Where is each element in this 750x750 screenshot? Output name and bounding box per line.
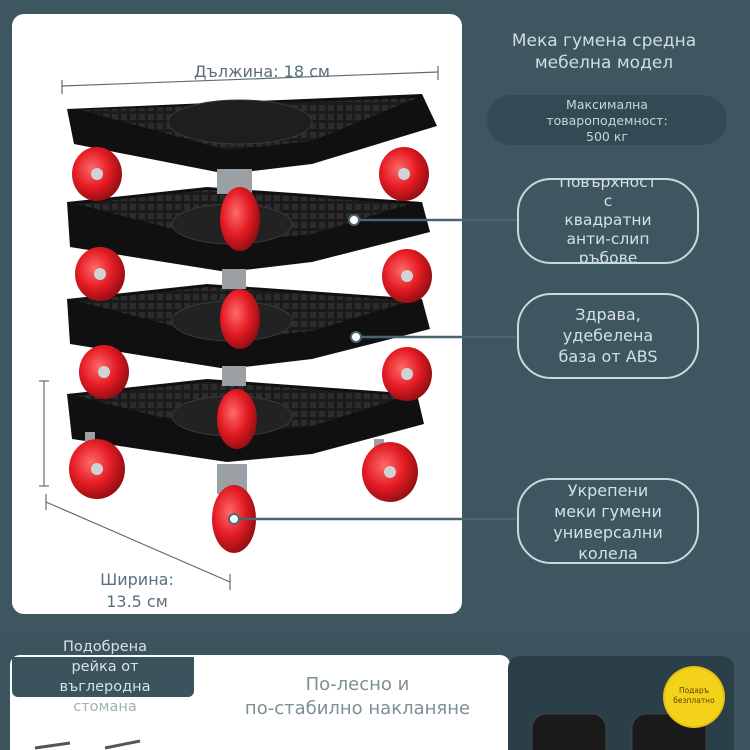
feature-text: Здрава, удебелена база от ABS bbox=[519, 304, 697, 367]
tilt-line1: По-лесно и bbox=[305, 674, 410, 695]
rail-line1: Подобрена bbox=[62, 639, 148, 655]
feature-1-line2: с bbox=[603, 192, 613, 210]
feature-3-line1: Укрепени bbox=[567, 481, 649, 500]
feature-3-line2: меки гумени bbox=[554, 502, 662, 521]
feature-2-line3: база от ABS bbox=[558, 347, 658, 366]
tilt-line2: по-стабилно накланяне bbox=[244, 698, 471, 719]
feature-1-line5: ръбове bbox=[578, 249, 638, 264]
length-dimension-line bbox=[61, 66, 439, 94]
steel-rail-text: Подобрена рейка от въглеродна стомана bbox=[25, 637, 185, 717]
feature-2-line1: Здрава, bbox=[575, 305, 641, 324]
feature-pill-anti-slip: Повърхност с квадратни анти-слип ръбове bbox=[517, 178, 699, 264]
width-label-line1: Ширина: bbox=[100, 570, 174, 589]
tilt-handle-image bbox=[34, 739, 141, 750]
rail-line4: стомана bbox=[73, 699, 137, 715]
product-photo-card: Дължина: 18 см Ширина: 13.5 см bbox=[12, 14, 462, 614]
gift-line2: безплатно bbox=[673, 696, 715, 705]
feature-pill-rubber-wheels: Укрепени меки гумени универсални колела bbox=[517, 478, 699, 564]
gift-line1: Подаръ bbox=[678, 686, 710, 695]
capacity-badge: Максимална товароподемност: 500 кг bbox=[487, 95, 727, 145]
feature-1-line4: анти-слип bbox=[566, 230, 650, 248]
product-title-line1: Мека гумена средна bbox=[511, 31, 697, 51]
feature-pill-abs-base: Здрава, удебелена база от ABS bbox=[517, 293, 699, 379]
feature-3-line3: универсални bbox=[553, 523, 663, 542]
steel-rail-badge bbox=[12, 657, 194, 697]
height-dimension-line bbox=[39, 380, 49, 487]
capacity-line3: 500 кг bbox=[586, 129, 628, 144]
dolly-tier-1 bbox=[67, 94, 437, 251]
rail-line3: въглеродна bbox=[59, 679, 151, 695]
width-label: Ширина: 13.5 см bbox=[82, 569, 192, 613]
product-dolly-stack-image bbox=[39, 66, 462, 590]
callout-dots bbox=[228, 214, 362, 525]
tilt-text: По-лесно и по-стабилно накланяне bbox=[225, 673, 490, 721]
callout-lines bbox=[234, 218, 462, 521]
product-title-line2: мебелна модел bbox=[534, 53, 674, 73]
feature-1-line1: Повърхност bbox=[559, 178, 657, 191]
feature-text: Укрепени меки гумени универсални колела bbox=[519, 480, 697, 563]
gift-badge-text: Подаръ безплатно bbox=[665, 686, 723, 706]
capacity-line2: товароподемност: bbox=[546, 113, 668, 128]
feature-3-line4: колела bbox=[578, 544, 638, 563]
capacity-line1: Максимална bbox=[566, 97, 648, 112]
length-label: Дължина: 18 см bbox=[194, 62, 330, 81]
width-dimension-line bbox=[45, 494, 231, 590]
rail-line2: рейка от bbox=[71, 659, 139, 675]
product-title: Мека гумена средна мебелна модел bbox=[495, 30, 713, 74]
gift-badge bbox=[665, 668, 723, 726]
feature-1-line3: квадратни bbox=[564, 211, 652, 229]
capacity-text: Максимална товароподемност: 500 кг bbox=[487, 95, 727, 145]
width-label-line2: 13.5 см bbox=[106, 592, 168, 611]
feature-2-line2: удебелена bbox=[562, 326, 654, 345]
feature-text: Повърхност с квадратни анти-слип ръбове bbox=[519, 178, 697, 264]
